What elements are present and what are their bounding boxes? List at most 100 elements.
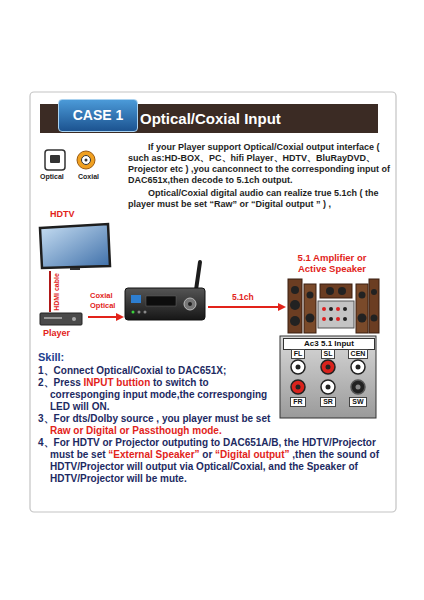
player-picture — [40, 313, 82, 325]
channel-label: SL — [321, 349, 336, 359]
body-text: 1、Connect Optical/Coxial to DAC651X; — [38, 365, 226, 376]
rca-jack — [296, 385, 301, 390]
dac-device — [132, 311, 135, 314]
speaker-set — [290, 316, 300, 326]
rca-jack — [291, 380, 305, 394]
tv-node: HDTV — [38, 209, 114, 271]
channel-label: FL — [291, 349, 306, 359]
rca-jack — [356, 365, 361, 370]
speaker-set — [338, 287, 346, 295]
edge-label: HDMI cable — [53, 272, 61, 312]
text-block: 1、Connect Optical/Coxial to DAC651X; — [38, 365, 276, 377]
channel-label: SR — [320, 397, 336, 407]
channel-label: FR — [290, 397, 305, 407]
speaker-set — [291, 286, 299, 294]
input-arrow — [88, 313, 124, 321]
speaker-set — [371, 289, 377, 295]
channel-label: CEN — [348, 349, 369, 359]
frame — [30, 92, 396, 512]
signal-label: Coxial — [90, 292, 113, 301]
dac-device — [188, 302, 192, 306]
dac-device — [146, 296, 176, 306]
optical-icon — [45, 150, 65, 170]
speaker-set — [336, 307, 340, 311]
coaxial-icon — [82, 156, 91, 165]
highlight-text: Raw or Digital or Passthough mode. — [50, 425, 222, 436]
amplifier-node: 5.1 Amplifier or Active Speaker — [284, 252, 380, 274]
body-text: 3、For dts/Dolby source , you player must… — [38, 413, 270, 424]
speaker-set — [304, 284, 316, 333]
rca-jack — [321, 380, 335, 394]
tv-picture — [40, 224, 110, 268]
node-label: HDTV — [50, 209, 75, 219]
player-picture — [44, 317, 62, 319]
output-arrow — [208, 303, 286, 311]
text-block: Optical/Coxial digital audio can realize… — [128, 188, 392, 210]
dac-device — [125, 288, 205, 320]
body-text: If your Player support Optical/Coxial ou… — [128, 142, 390, 185]
rca-jack — [296, 365, 301, 370]
icon-caption: Optical — [40, 173, 64, 181]
highlight-text: INPUT buttion — [84, 377, 151, 388]
speaker-set — [358, 314, 367, 323]
speaker-set — [329, 307, 333, 311]
speaker-set — [369, 279, 379, 333]
dac-device — [131, 295, 141, 303]
speaker-set — [318, 301, 354, 328]
body-text: 2、Press — [38, 377, 81, 388]
body-text: Optical/Coxial digital audio can realize… — [128, 188, 379, 209]
input-panel — [280, 336, 376, 418]
optical-icon — [45, 150, 65, 170]
section-heading: Skill: — [38, 351, 64, 364]
node-label: Player — [43, 328, 70, 338]
input-arrow — [116, 313, 124, 321]
speaker-set — [288, 279, 302, 333]
highlight-text: “Digital output” — [215, 449, 289, 460]
signal-label: 5.1ch — [232, 293, 254, 303]
node-label: CASE 1 — [59, 100, 137, 131]
hdmi-cable — [49, 271, 51, 312]
speaker-set — [290, 300, 300, 310]
speaker-set — [320, 284, 352, 298]
skill-steps: 1、Connect Optical/Coxial to DAC651X;2、Pr… — [38, 365, 386, 485]
body-text: to switch to corresponging input mode,th… — [50, 377, 267, 412]
rca-jack — [291, 360, 365, 394]
text-block: 2、Press INPUT buttion to switch to corre… — [38, 377, 276, 413]
input-arrow — [88, 316, 118, 318]
player-picture — [72, 317, 76, 321]
coaxial-icon — [85, 159, 88, 162]
icon-caption: Coxial — [78, 173, 99, 181]
rca-jack — [326, 365, 331, 370]
dac-device — [196, 262, 200, 290]
speaker-set — [336, 317, 340, 321]
title: Optical/Coxial Input — [140, 104, 281, 133]
speaker-set — [359, 292, 366, 299]
rca-jack — [356, 385, 361, 390]
coaxial-icon — [77, 151, 95, 169]
intro-text: If your Player support Optical/Coxial ou… — [128, 142, 392, 210]
dac-device — [184, 298, 196, 310]
output-arrow — [208, 306, 280, 308]
coaxial-icon — [77, 151, 95, 169]
speaker-set — [322, 317, 326, 321]
signal-label: Optical — [90, 302, 115, 311]
rca-jack — [351, 380, 365, 394]
rca-jack — [326, 385, 331, 390]
tv-picture — [40, 224, 110, 270]
case-tab: CASE 1 — [58, 99, 138, 132]
text-block: 3、For dts/Dolby source , you player must… — [38, 413, 276, 437]
input-panel — [280, 336, 376, 418]
speaker-set — [306, 314, 315, 323]
speaker-set — [329, 317, 333, 321]
speaker-set — [322, 307, 326, 311]
channel-label: SW — [349, 397, 366, 407]
rca-jack — [321, 360, 335, 374]
player-node: Player — [38, 312, 86, 340]
body-text: or — [202, 449, 212, 460]
speaker-set — [343, 317, 347, 321]
speaker-set — [343, 307, 347, 311]
rca-jack — [351, 360, 365, 374]
